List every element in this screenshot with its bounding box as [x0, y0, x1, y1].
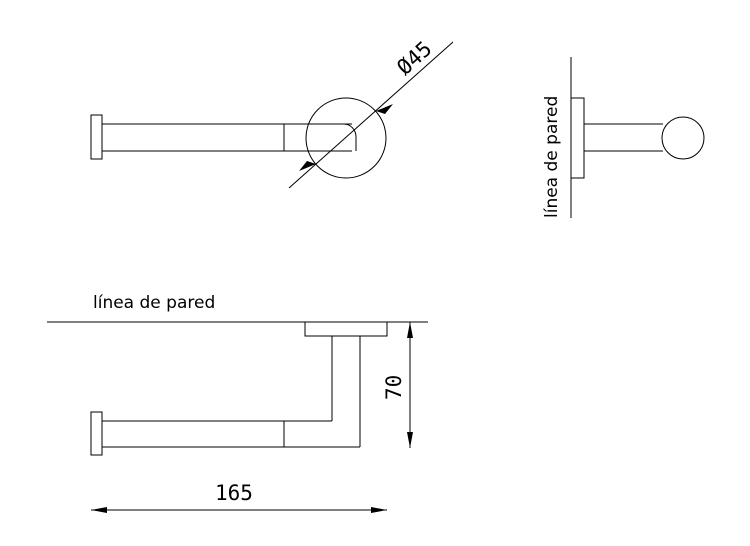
top-view-wall-label: línea de pared: [93, 293, 215, 313]
diameter-arrow-upper: [376, 104, 393, 114]
side-view: línea de pared: [542, 57, 705, 218]
length-arrow-left: [91, 507, 107, 513]
length-arrow-right: [371, 507, 387, 513]
depth-label: 70: [382, 375, 406, 400]
top-view-wall-plate: [304, 321, 388, 337]
top-view: línea de pared 70 165: [47, 293, 428, 513]
depth-arrow-top: [407, 322, 413, 338]
side-view-end-cap: [661, 116, 705, 160]
side-view-flange: [570, 97, 585, 179]
front-view-bar-bend: [343, 123, 357, 151]
depth-arrow-bottom: [407, 432, 413, 448]
diameter-dimension-line: [288, 41, 454, 189]
diameter-label: Ø45: [392, 36, 436, 79]
top-view-end-flange: [90, 411, 103, 456]
length-label: 165: [215, 481, 253, 505]
side-view-wall-label: línea de pared: [542, 96, 562, 218]
front-view-wall-flange: [90, 114, 103, 160]
front-view-end-cap-circle: [305, 97, 387, 179]
diameter-arrow-lower: [299, 161, 316, 171]
front-view: Ø45: [90, 36, 454, 189]
